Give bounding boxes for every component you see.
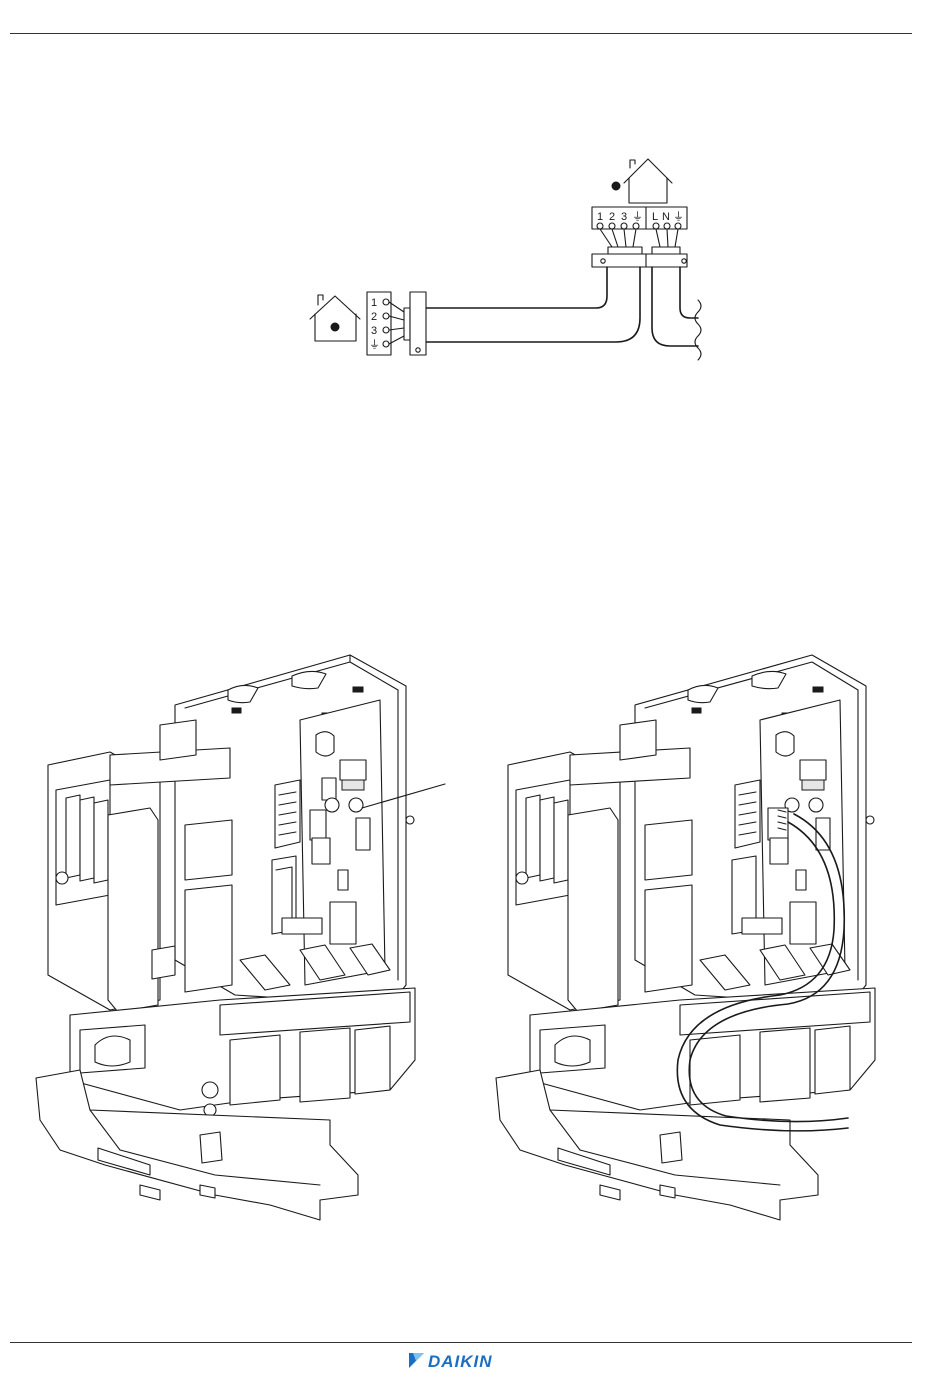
indoor-house-icon xyxy=(310,295,360,341)
outdoor-terminal-3: 3 xyxy=(621,211,627,223)
indoor-terminal-earth: ⏚ xyxy=(369,338,380,351)
interconnection-cable xyxy=(426,267,640,342)
power-supply-cable xyxy=(652,267,701,360)
indoor-terminal-1: 1 xyxy=(371,297,377,309)
indoor-terminal-block: 1 2 3 ⏚ xyxy=(367,292,426,355)
outdoor-terminal-block: 1 2 3 ⏚ L N ⏚ xyxy=(592,207,687,267)
indoor-terminal-2: 2 xyxy=(371,311,377,323)
outdoor-terminal-l: L xyxy=(652,211,658,223)
outdoor-house-icon xyxy=(612,159,672,203)
switch-box-illustration-right xyxy=(496,655,875,1220)
switch-box-illustration-left xyxy=(36,655,445,1220)
wiring-diagram: 1 2 3 ⏚ L N ⏚ xyxy=(310,159,701,360)
outdoor-terminal-n: N xyxy=(662,211,670,223)
brand-logo-text: DAIKIN xyxy=(428,1352,493,1371)
daikin-logo-icon xyxy=(409,1353,424,1368)
indoor-terminal-3: 3 xyxy=(371,325,377,337)
footer-rule xyxy=(10,1342,912,1343)
outdoor-terminal-power-earth: ⏚ xyxy=(673,210,684,223)
outdoor-terminal-earth: ⏚ xyxy=(632,210,643,223)
outdoor-terminal-2: 2 xyxy=(609,211,615,223)
outdoor-terminal-1: 1 xyxy=(597,211,603,223)
